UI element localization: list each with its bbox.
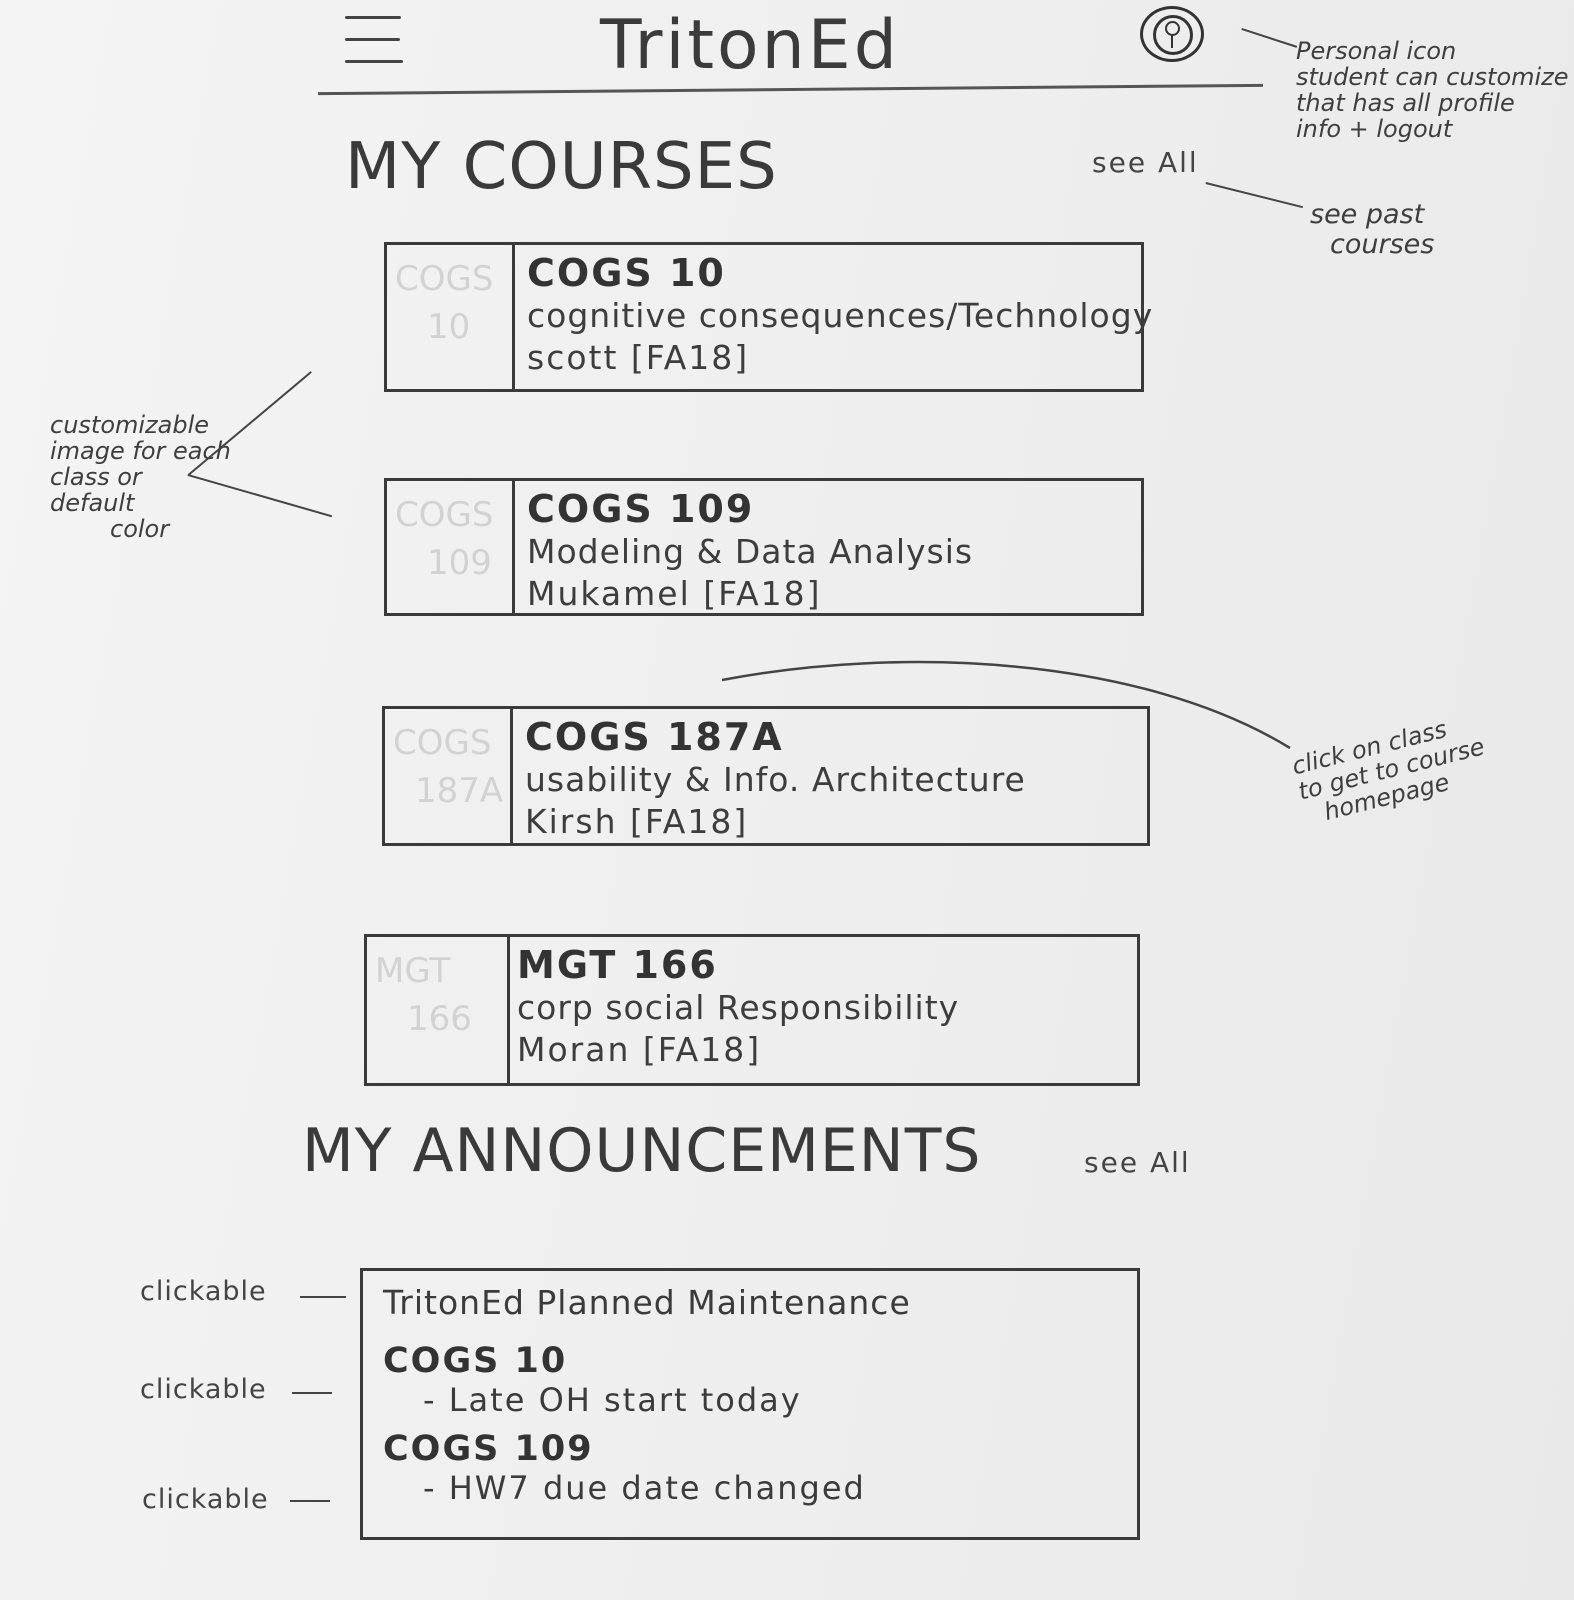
hamburger-menu-icon[interactable]	[345, 14, 405, 66]
annotation-clickable: clickable	[140, 1374, 267, 1405]
annotation-line: that has all profile	[1296, 89, 1515, 117]
app-title: TritonEd	[600, 6, 900, 85]
course-thumbnail: COGS 10	[387, 245, 515, 389]
annotation-line: info + logout	[1296, 115, 1453, 143]
thumb-label: COGS	[395, 259, 494, 299]
annotation-clickable: clickable	[142, 1484, 269, 1515]
announcement-title: TritonEd Planned Maintenance	[383, 1283, 911, 1322]
announcement-item[interactable]: COGS 10 - Late OH start today	[383, 1341, 802, 1419]
annotation-connector	[721, 660, 1291, 750]
course-name: Modeling & Data Analysis	[527, 532, 974, 571]
course-name: cognitive consequences/Technology	[527, 296, 1154, 335]
annotation-personal-icon: Personal icon student can customize that…	[1296, 38, 1569, 142]
annotation-see-past: see past courses	[1310, 200, 1434, 260]
thumb-label: 10	[427, 307, 471, 347]
announcement-course-code: COGS 109	[383, 1429, 594, 1469]
course-professor: Kirsh [FA18]	[525, 802, 749, 841]
announcement-item[interactable]: COGS 109 - HW7 due date changed	[383, 1429, 866, 1507]
announcement-detail: - HW7 due date changed	[423, 1469, 866, 1507]
course-code: COGS 109	[527, 487, 755, 531]
announcements-panel: TritonEd Planned Maintenance COGS 10 - L…	[360, 1268, 1140, 1540]
annotation-line: student can customize	[1296, 63, 1569, 91]
course-thumbnail: MGT 166	[367, 937, 510, 1083]
annotation-line: class or	[50, 463, 142, 491]
thumb-label: MGT	[375, 951, 451, 991]
course-professor: Mukamel [FA18]	[527, 574, 822, 613]
thumb-label: COGS	[395, 495, 494, 535]
thumb-label: COGS	[393, 723, 492, 763]
annotation-line: customizable	[50, 411, 210, 439]
thumb-label: 109	[427, 543, 492, 583]
annotation-line: see past	[1310, 199, 1425, 230]
course-name: corp social Responsibility	[517, 988, 960, 1027]
annotation-line: default	[50, 489, 135, 517]
annotation-custom-image: customizable image for each class or def…	[50, 412, 231, 542]
annotation-line: Personal icon	[1296, 37, 1457, 65]
course-name: usability & Info. Architecture	[525, 760, 1026, 799]
profile-icon[interactable]	[1140, 6, 1204, 62]
course-card-mgt166[interactable]: MGT 166 MGT 166 corp social Responsibili…	[364, 934, 1140, 1086]
announcements-see-all-link[interactable]: see All	[1084, 1146, 1191, 1179]
course-professor: scott [FA18]	[527, 338, 750, 377]
annotation-clickable: clickable	[140, 1276, 267, 1307]
annotation-connector	[290, 1500, 330, 1502]
courses-section-title: MY COURSES	[345, 130, 778, 204]
thumb-label: 166	[407, 999, 472, 1039]
announcement-course-code: COGS 10	[383, 1341, 568, 1381]
annotation-line: courses	[1330, 229, 1435, 260]
course-code: COGS 10	[527, 251, 726, 295]
announcement-detail: - Late OH start today	[423, 1381, 802, 1419]
annotation-connector	[300, 1296, 346, 1298]
course-thumbnail: COGS 109	[387, 481, 515, 613]
course-card-cogs10[interactable]: COGS 10 COGS 10 cognitive consequences/T…	[384, 242, 1154, 392]
annotation-line: color	[110, 515, 170, 543]
announcements-section-title: MY ANNOUNCEMENTS	[302, 1116, 982, 1186]
course-card-cogs109[interactable]: COGS 109 COGS 109 Modeling & Data Analys…	[384, 478, 1144, 616]
course-code: MGT 166	[517, 943, 718, 987]
annotation-connector	[292, 1392, 332, 1394]
course-code: COGS 187A	[525, 715, 784, 759]
annotation-line: image for each	[50, 437, 231, 465]
thumb-label: 187A	[415, 771, 504, 811]
course-card-cogs187a[interactable]: COGS 187A COGS 187A usability & Info. Ar…	[382, 706, 1150, 846]
course-professor: Moran [FA18]	[517, 1030, 762, 1069]
announcement-item[interactable]: TritonEd Planned Maintenance	[383, 1283, 911, 1322]
course-thumbnail: COGS 187A	[385, 709, 513, 843]
courses-see-all-link[interactable]: see All	[1092, 146, 1199, 179]
